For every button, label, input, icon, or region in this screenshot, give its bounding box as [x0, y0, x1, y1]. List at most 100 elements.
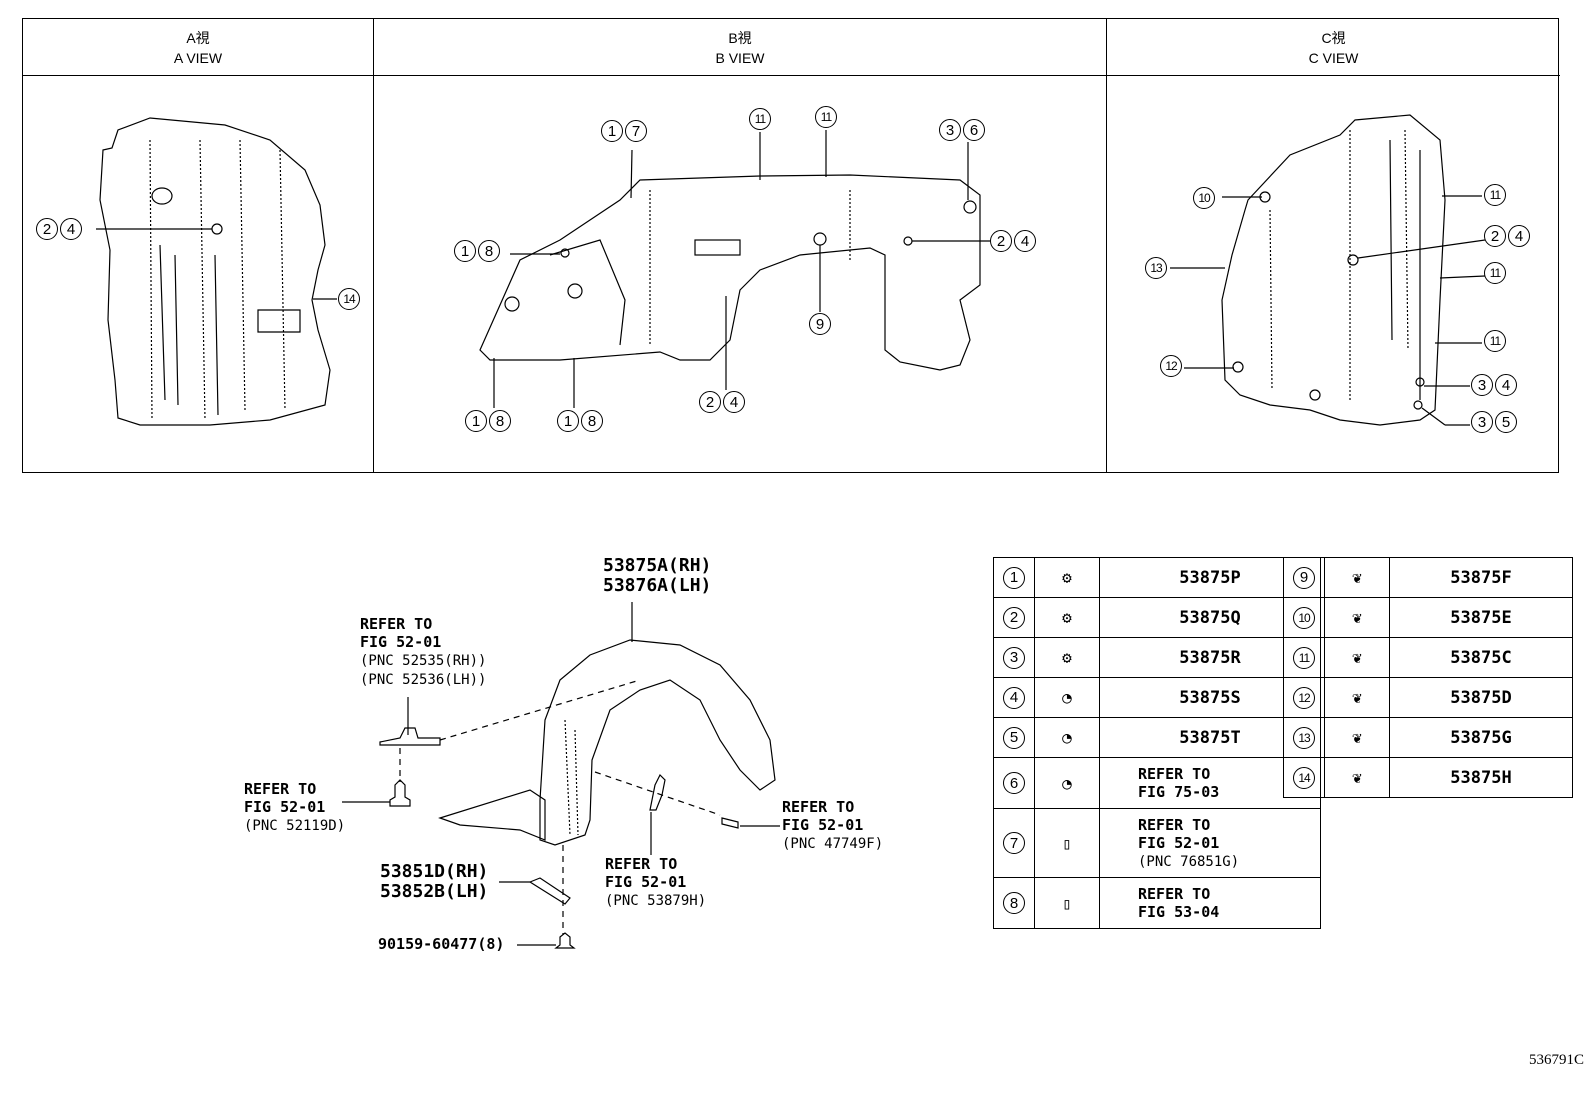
fastener-table-right: 9 ❦ 53875F 10 ❦ 53875E 11 ❦ 53875C 12 ❦ … — [1283, 557, 1573, 798]
ref-fig: FIG 52-01 — [782, 816, 864, 834]
callout-number: 7 — [625, 120, 647, 142]
view-c-callout-2-4: 2 4 — [1484, 225, 1530, 247]
ref-fig: FIG 52-01 — [605, 873, 687, 891]
figure-id: 536791C — [1528, 1052, 1584, 1068]
view-b-callout-1-8-bottom-left: 1 8 — [465, 410, 511, 432]
ref-text: REFER TO — [244, 780, 317, 798]
nut-clip-icon: ▯ — [1034, 877, 1100, 929]
view-b-callout-2-4-right: 2 4 — [990, 230, 1036, 252]
callout-number: 10 — [1193, 187, 1215, 209]
row-number: 8 — [1003, 892, 1025, 914]
callout-number: 4 — [60, 218, 82, 240]
clip-icon: ◔ — [1034, 677, 1100, 718]
callout-number: 8 — [478, 240, 500, 262]
callout-number: 3 — [939, 119, 961, 141]
callout-number: 4 — [1014, 230, 1036, 252]
table-row: 13 ❦ 53875G — [1283, 717, 1573, 758]
table-row: 3 ⚙ 53875R — [993, 637, 1321, 678]
push-clip-icon: ❦ — [1324, 677, 1390, 718]
part-number: 53875E — [1389, 597, 1573, 638]
view-b-title-en: B VIEW — [715, 50, 765, 66]
view-b-column: B視 B VIEW — [374, 19, 1107, 472]
ref-text: REFER TO — [360, 615, 433, 633]
table-row: 2 ⚙ 53875Q — [993, 597, 1321, 638]
row-number: 4 — [1003, 686, 1025, 709]
ref-text: REFER TO — [605, 855, 678, 873]
view-c-header: C視 C VIEW — [1107, 19, 1560, 76]
part-number: 53875C — [1389, 637, 1573, 678]
view-a-callout-2-4: 2 4 — [36, 218, 82, 240]
ref-pnc: (PNC 53879H) — [605, 893, 707, 909]
row-number: 1 — [1003, 566, 1025, 589]
view-b-callout-2-4-bottom: 2 4 — [699, 391, 745, 413]
ref-pnc: (PNC 52119D) — [244, 818, 346, 834]
callout-number: 2 — [990, 230, 1012, 252]
screw-washer-icon: ⚙ — [1034, 637, 1100, 678]
view-c-callout-3-4: 3 4 — [1471, 374, 1517, 396]
callout-number: 6 — [963, 119, 985, 141]
table-row: 1 ⚙ 53875P — [993, 557, 1321, 598]
view-c-title-en: C VIEW — [1308, 50, 1359, 66]
row-number: 7 — [1003, 832, 1025, 854]
table-row: 8 ▯ REFER TO FIG 53-04 — [993, 877, 1321, 929]
screw-washer-icon: ⚙ — [1034, 557, 1100, 598]
view-b-callout-11a: 11 — [749, 108, 771, 130]
push-clip-icon: ❦ — [1324, 557, 1390, 598]
row-number: 3 — [1003, 646, 1025, 669]
table-row: 6 ◔ REFER TO FIG 75-03 — [993, 757, 1321, 809]
row-number: 12 — [1293, 686, 1315, 709]
part-reference: REFER TO FIG 53-04 — [1099, 877, 1321, 929]
ref-fig: FIG 52-01 — [360, 633, 442, 651]
nut-clip-icon: ▯ — [1034, 808, 1100, 878]
view-b-callout-1-8-bottom-mid: 1 8 — [557, 410, 603, 432]
view-a-header: A視 A VIEW — [23, 19, 373, 76]
callout-number: 12 — [1160, 355, 1182, 377]
main-part-label: 53875A(RH)53876A(LH) — [603, 556, 711, 596]
callout-number: 11 — [1484, 330, 1506, 352]
view-b-callout-9: 9 — [809, 313, 831, 335]
callout-number: 1 — [465, 410, 487, 432]
callout-number: 11 — [1484, 184, 1506, 206]
ref-text: REFER TO FIG 52-01 — [1138, 815, 1220, 852]
callout-number: 4 — [723, 391, 745, 413]
ref-pnc: (PNC 47749F) — [782, 836, 884, 852]
table-row: 12 ❦ 53875D — [1283, 677, 1573, 718]
ref-pnc: (PNC 76851G) — [1138, 853, 1240, 870]
table-row: 9 ❦ 53875F — [1283, 557, 1573, 598]
view-b-header: B視 B VIEW — [374, 19, 1106, 76]
callout-number: 5 — [1495, 411, 1517, 433]
view-c-callout-11-mid: 11 — [1484, 262, 1506, 284]
row-number: 13 — [1293, 726, 1315, 749]
ref-fig: FIG 52-01 — [244, 798, 326, 816]
push-clip-icon: ❦ — [1324, 597, 1390, 638]
part-number: 53875H — [1389, 757, 1573, 798]
table-row: 7 ▯ REFER TO FIG 52-01(PNC 76851G) — [993, 808, 1321, 878]
view-c-callout-3-5: 3 5 — [1471, 411, 1517, 433]
callout-number: 8 — [581, 410, 603, 432]
view-c-title-jp: C視 — [1321, 30, 1346, 46]
callout-number: 4 — [1495, 374, 1517, 396]
view-a-title-jp: A視 — [186, 30, 210, 46]
view-a-title-en: A VIEW — [173, 50, 223, 66]
table-row: 4 ◔ 53875S — [993, 677, 1321, 718]
view-c-callout-12: 12 — [1160, 355, 1182, 377]
ref-text: REFER TO — [782, 798, 855, 816]
view-b-callout-1-7: 1 7 — [601, 120, 647, 142]
callout-number: 14 — [338, 288, 360, 310]
view-c-callout-11-bottom: 11 — [1484, 330, 1506, 352]
row-number: 14 — [1293, 766, 1315, 789]
callout-number: 1 — [601, 120, 623, 142]
callout-number: 1 — [454, 240, 476, 262]
callout-number: 3 — [1471, 374, 1493, 396]
row-number: 6 — [1003, 772, 1025, 794]
fastener-table-left: 1 ⚙ 53875P 2 ⚙ 53875Q 3 ⚙ 53875R 4 ◔ 538… — [993, 557, 1321, 929]
clip-icon: ◔ — [1034, 717, 1100, 758]
seal-part-lh: 53852B(LH) — [380, 881, 489, 902]
view-a-column: A視 A VIEW — [23, 19, 374, 472]
